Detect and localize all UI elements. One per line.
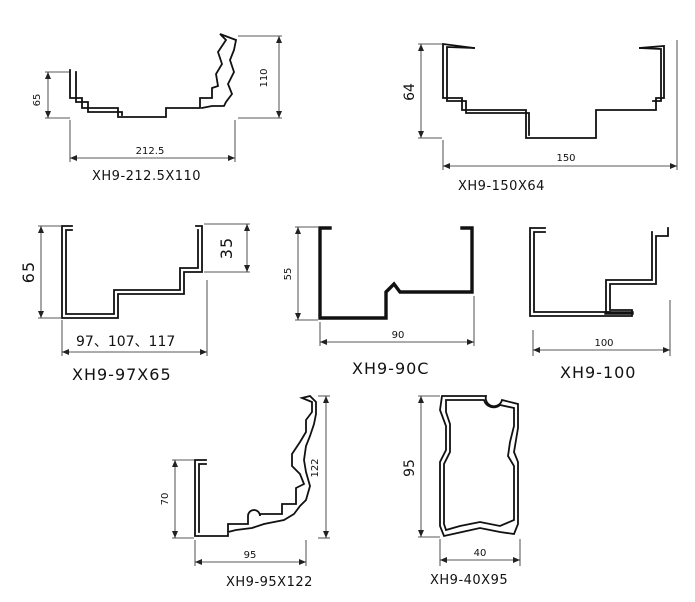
profile-outline [439, 395, 519, 538]
profile-caption: XH9-90C [352, 359, 429, 378]
width-label: 97、107、117 [76, 334, 175, 350]
profile-xh9-40: 95 40 XH9-40X95 [402, 395, 521, 588]
profile-caption: XH9-95X122 [226, 575, 313, 590]
profile-caption: XH9-150X64 [458, 179, 545, 194]
left-height-label: 65 [32, 94, 43, 107]
profile-caption: XH9-100 [560, 363, 636, 382]
width-label: 100 [594, 338, 613, 349]
right-height-label: 122 [310, 458, 321, 477]
left-height-label: 70 [160, 493, 171, 506]
profile-xh9-212: 65 110 212.5 XH9-212.5X110 [32, 33, 282, 184]
profile-outline [529, 227, 669, 317]
profile-outline [194, 395, 317, 537]
profile-outline [69, 33, 238, 118]
height-label: 55 [283, 268, 294, 281]
width-label: 212.5 [136, 146, 165, 157]
right-height-label: 35 [217, 237, 236, 259]
profile-xh9-90c: 55 90 XH9-90C [283, 226, 475, 378]
profile-outline [61, 225, 203, 319]
profile-xh9-100: 100 XH9-100 [529, 227, 671, 382]
right-height-label: 110 [259, 68, 270, 87]
profile-caption: XH9-40X95 [430, 573, 508, 588]
profile-outline [318, 226, 474, 320]
profile-outline [442, 42, 665, 139]
width-label: 40 [474, 548, 487, 559]
width-label: 150 [556, 153, 575, 164]
profile-xh9-150: 64 150 XH9-150X64 [402, 40, 678, 194]
profile-caption: XH9-97X65 [72, 365, 172, 384]
height-label: 64 [402, 83, 418, 101]
profile-xh9-95: 70 122 95 XH9-95X122 [160, 395, 330, 590]
width-label: 90 [392, 330, 405, 341]
height-label: 65 [19, 261, 38, 283]
width-label: 95 [244, 550, 257, 561]
height-label: 95 [402, 459, 418, 477]
profile-xh9-97: 65 35 97、107、117 XH9-97X65 [19, 223, 250, 384]
profile-caption: XH9-212.5X110 [92, 169, 201, 184]
